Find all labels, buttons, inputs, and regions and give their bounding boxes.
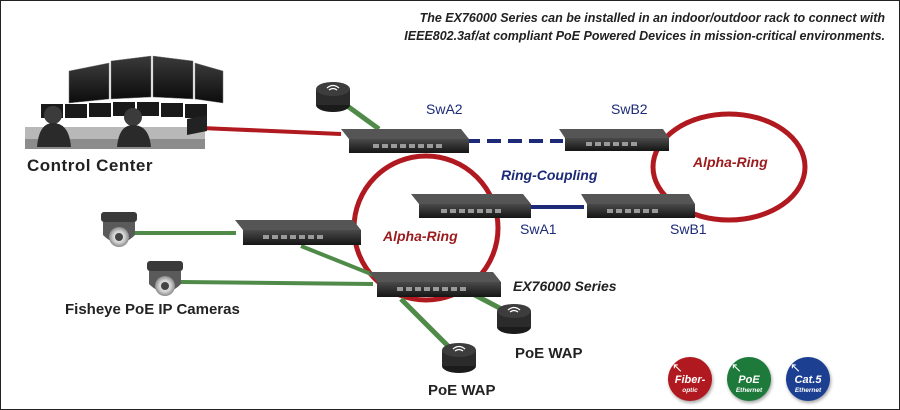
control-center-label: Control Center — [27, 156, 153, 175]
caption: The EX76000 Series can be installed in a… — [325, 9, 885, 45]
alpha-ring-left-label: Alpha-Ring — [383, 228, 458, 244]
arrow-icon: ↖ — [731, 360, 742, 375]
cat5-badge-label: Cat.5 — [794, 374, 822, 386]
ex76000-series-label: EX76000 Series — [513, 278, 617, 294]
swb2-label: SwB2 — [611, 101, 648, 117]
swa1-label: SwA1 — [520, 221, 557, 237]
wap-bottom-icon — [442, 343, 476, 373]
fiber-badge-label: Fiber- — [674, 374, 706, 386]
wap-top-poe-link — [344, 102, 381, 132]
alpha-ring-right-label: Alpha-Ring — [693, 154, 768, 170]
wap-right-label: PoE WAP — [515, 345, 583, 362]
swa2-label: SwA2 — [426, 101, 463, 117]
poe-badge: ↖ PoE Ethernet — [727, 357, 771, 401]
alpha-ring-right-loop — [650, 111, 808, 223]
switch-ex76000 — [369, 272, 501, 297]
switch-swb1 — [581, 194, 695, 218]
wap-top-icon — [316, 82, 350, 112]
cameras-label: Fisheye PoE IP Cameras — [65, 301, 240, 318]
camera-mid-icon — [147, 261, 183, 296]
camera-mid-poe-link — [180, 280, 374, 286]
switch-swa1 — [411, 194, 531, 218]
control-center-fiber-link — [200, 126, 342, 136]
swb1-label: SwB1 — [670, 221, 707, 237]
cat5-badge-sublabel: Ethernet — [794, 387, 822, 394]
ring-coupling-label: Ring-Coupling — [501, 167, 598, 183]
switch-middle — [235, 220, 361, 245]
wap-right-icon — [497, 304, 531, 334]
arrow-icon: ↖ — [790, 360, 801, 375]
series-to-wap-bottom-link — [399, 297, 453, 351]
switch-swb2 — [559, 129, 669, 151]
poe-badge-label: PoE — [738, 374, 760, 386]
arrow-icon: ↖ — [672, 360, 683, 375]
wap-bottom-label: PoE WAP — [428, 382, 496, 399]
cat5-badge: ↖ Cat.5 Ethernet — [786, 357, 830, 401]
caption-line-2: IEEE802.3af/at compliant PoE Powered Dev… — [404, 29, 885, 43]
poe-badge-sublabel: Ethernet — [735, 387, 763, 394]
switch-swa2 — [341, 129, 469, 153]
fiber-optic-badge: ↖ Fiber- optic — [668, 357, 712, 401]
caption-line-1: The EX76000 Series can be installed in a… — [419, 11, 885, 25]
fiber-badge-sublabel: optic — [682, 387, 698, 394]
camera-top-icon — [101, 212, 137, 247]
control-center-icon — [25, 55, 224, 149]
